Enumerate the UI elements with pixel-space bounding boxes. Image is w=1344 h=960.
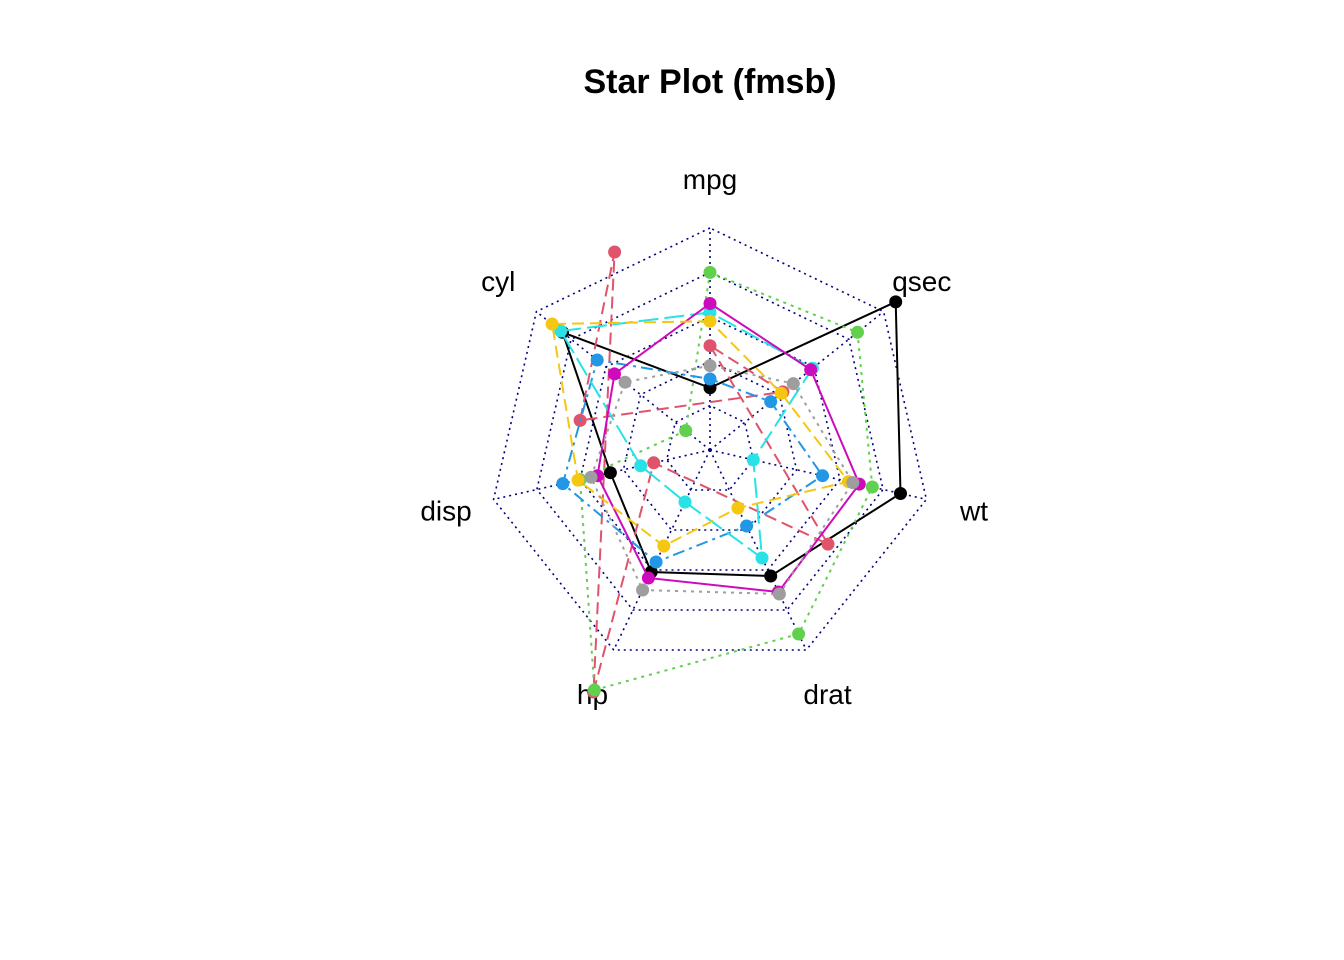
radar-grid xyxy=(492,227,928,651)
series-7-line xyxy=(550,320,851,548)
series-5-point-disp xyxy=(634,459,648,473)
series-4-point-qsec xyxy=(764,395,778,409)
series-2-point-cyl xyxy=(821,537,835,551)
series-1-line xyxy=(560,300,902,578)
series-6-point-hp xyxy=(641,571,655,585)
grid-ring xyxy=(492,227,928,651)
series-4-line xyxy=(561,358,824,564)
series-1-point-wt xyxy=(894,487,907,500)
series-5-point-hp xyxy=(678,495,692,509)
series-6-point-cyl xyxy=(608,367,621,381)
grid-spoke xyxy=(493,449,711,501)
series-4 xyxy=(556,353,829,569)
series-3-point-drat xyxy=(792,627,806,641)
series-4-point-cyl xyxy=(590,353,604,367)
series-1-point-qsec xyxy=(889,295,903,309)
axis-label-wt: wt xyxy=(959,495,988,526)
series-3-point-qsec xyxy=(851,325,864,339)
series-8-point-hp xyxy=(636,583,650,597)
series-6-point-qsec xyxy=(804,363,818,377)
series-8-point-mpg xyxy=(703,359,717,373)
series-8-point-cyl xyxy=(618,375,632,389)
series-8-point-wt xyxy=(846,476,860,490)
series-1-point-disp xyxy=(603,466,617,480)
series-8-point-qsec xyxy=(786,377,800,391)
series-2-point-mpg xyxy=(703,339,717,353)
series-7-point-qsec xyxy=(774,386,788,400)
grid-spoke xyxy=(709,310,885,451)
series-8 xyxy=(584,359,860,601)
grid-spoke xyxy=(709,449,808,651)
series-3-line xyxy=(579,270,874,692)
series-7 xyxy=(545,314,855,553)
series-1 xyxy=(556,295,907,583)
series-2-point-disp xyxy=(647,456,661,470)
series-4-point-mpg xyxy=(703,372,717,386)
series-1-point-drat xyxy=(764,569,778,583)
series-6-point-mpg xyxy=(703,297,717,310)
grid-spoke xyxy=(612,449,711,651)
axis-label-drat: drat xyxy=(803,679,851,710)
series-3-point-hp xyxy=(587,683,601,697)
series-7-point-cyl xyxy=(545,317,559,331)
series-4-point-wt xyxy=(816,469,829,483)
series-5-point-drat xyxy=(755,551,769,565)
series-5-point-cyl xyxy=(554,324,568,338)
series-6-line xyxy=(596,302,861,594)
series-7-point-hp xyxy=(657,539,671,553)
series-2-line xyxy=(578,251,831,693)
axis-labels: mpgcyldisphpdratwtqsec xyxy=(420,164,988,710)
series-7-point-drat xyxy=(731,501,745,515)
axis-label-qsec: qsec xyxy=(892,266,951,297)
grid-spoke xyxy=(709,449,927,501)
series-4-point-disp xyxy=(556,477,570,491)
series-6 xyxy=(591,297,866,599)
axis-label-disp: disp xyxy=(420,495,471,526)
series-3-point-cyl xyxy=(679,424,693,438)
series-4-point-hp xyxy=(649,555,663,569)
series-5-point-wt xyxy=(746,453,760,467)
chart-title: Star Plot (fmsb) xyxy=(583,63,836,101)
axis-label-mpg: mpg xyxy=(683,164,737,195)
series-layer xyxy=(545,245,907,699)
series-3-point-mpg xyxy=(703,265,717,279)
series-8-point-disp xyxy=(584,470,598,484)
series-7-point-mpg xyxy=(703,314,717,328)
series-2-point-drat xyxy=(608,245,622,259)
series-7-point-disp xyxy=(571,473,585,487)
series-4-point-drat xyxy=(740,519,754,533)
series-8-point-drat xyxy=(772,587,786,601)
series-3-point-wt xyxy=(865,480,879,494)
axis-label-cyl: cyl xyxy=(481,266,515,297)
